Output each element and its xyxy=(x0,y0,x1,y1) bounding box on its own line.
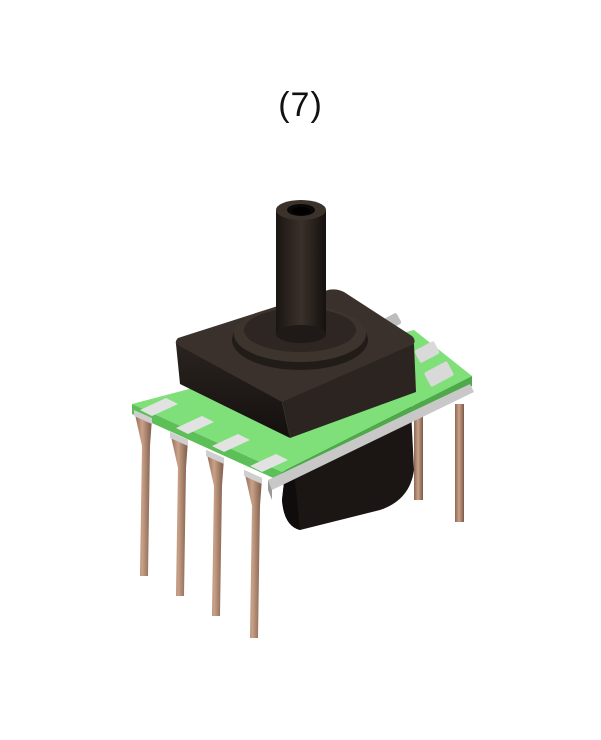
housing xyxy=(175,289,416,438)
front-leads xyxy=(134,410,262,638)
front-pads xyxy=(140,398,288,472)
figure-label: (7) xyxy=(278,86,323,124)
back-leads xyxy=(414,400,464,522)
pressure-port xyxy=(276,200,326,343)
lead-rail xyxy=(268,384,474,500)
